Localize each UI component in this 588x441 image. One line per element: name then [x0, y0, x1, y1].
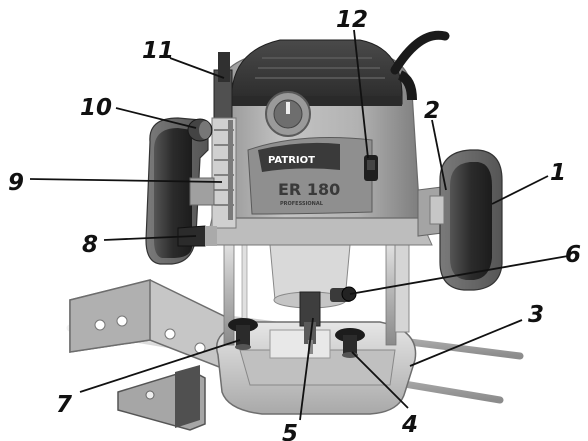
- callout-9: 9: [8, 170, 24, 196]
- guide-knob-left: [228, 318, 258, 350]
- leader-lines: [29, 29, 569, 421]
- right-handle: [417, 149, 503, 291]
- leader-1: [491, 175, 549, 205]
- callout-11: 11: [142, 38, 174, 64]
- leader-5: [299, 317, 314, 421]
- leader-2: [431, 119, 447, 191]
- callout-3: 3: [528, 302, 544, 328]
- leader-9: [29, 178, 223, 183]
- leader-6: [349, 255, 569, 295]
- callout-5: 5: [282, 421, 298, 441]
- callout-8: 8: [82, 232, 98, 258]
- collet-assembly: [269, 244, 351, 354]
- callout-7: 7: [56, 392, 72, 418]
- spindle-lock-button: [330, 286, 357, 302]
- depth-gauge: [211, 52, 237, 229]
- leader-8: [103, 235, 197, 241]
- leader-11: [169, 57, 225, 79]
- left-handle: [145, 117, 217, 265]
- callout-2: 2: [424, 98, 440, 124]
- model-sub-label: PROFESSIONAL: [280, 201, 324, 207]
- callout-10: 10: [80, 95, 112, 121]
- motor-housing: PATRIOT ER 180 PROFESSIONAL: [205, 30, 450, 246]
- leader-10: [115, 107, 197, 129]
- leader-7: [79, 339, 241, 393]
- leader-12: [353, 29, 369, 159]
- parallel-guide: [66, 279, 524, 431]
- power-switch: [364, 155, 378, 181]
- base-plate: [216, 321, 417, 415]
- brand-label: PATRIOT: [268, 155, 315, 166]
- callout-numbers: 1 2 3 4 5 6 7 8 9 10 11 12: [8, 7, 581, 441]
- callout-6: 6: [565, 242, 581, 268]
- callout-1: 1: [550, 160, 566, 186]
- leader-4: [351, 351, 409, 409]
- leader-3: [409, 319, 523, 367]
- callout-12: 12: [336, 7, 368, 33]
- callout-4: 4: [401, 412, 418, 438]
- model-label: ER 180: [278, 180, 340, 199]
